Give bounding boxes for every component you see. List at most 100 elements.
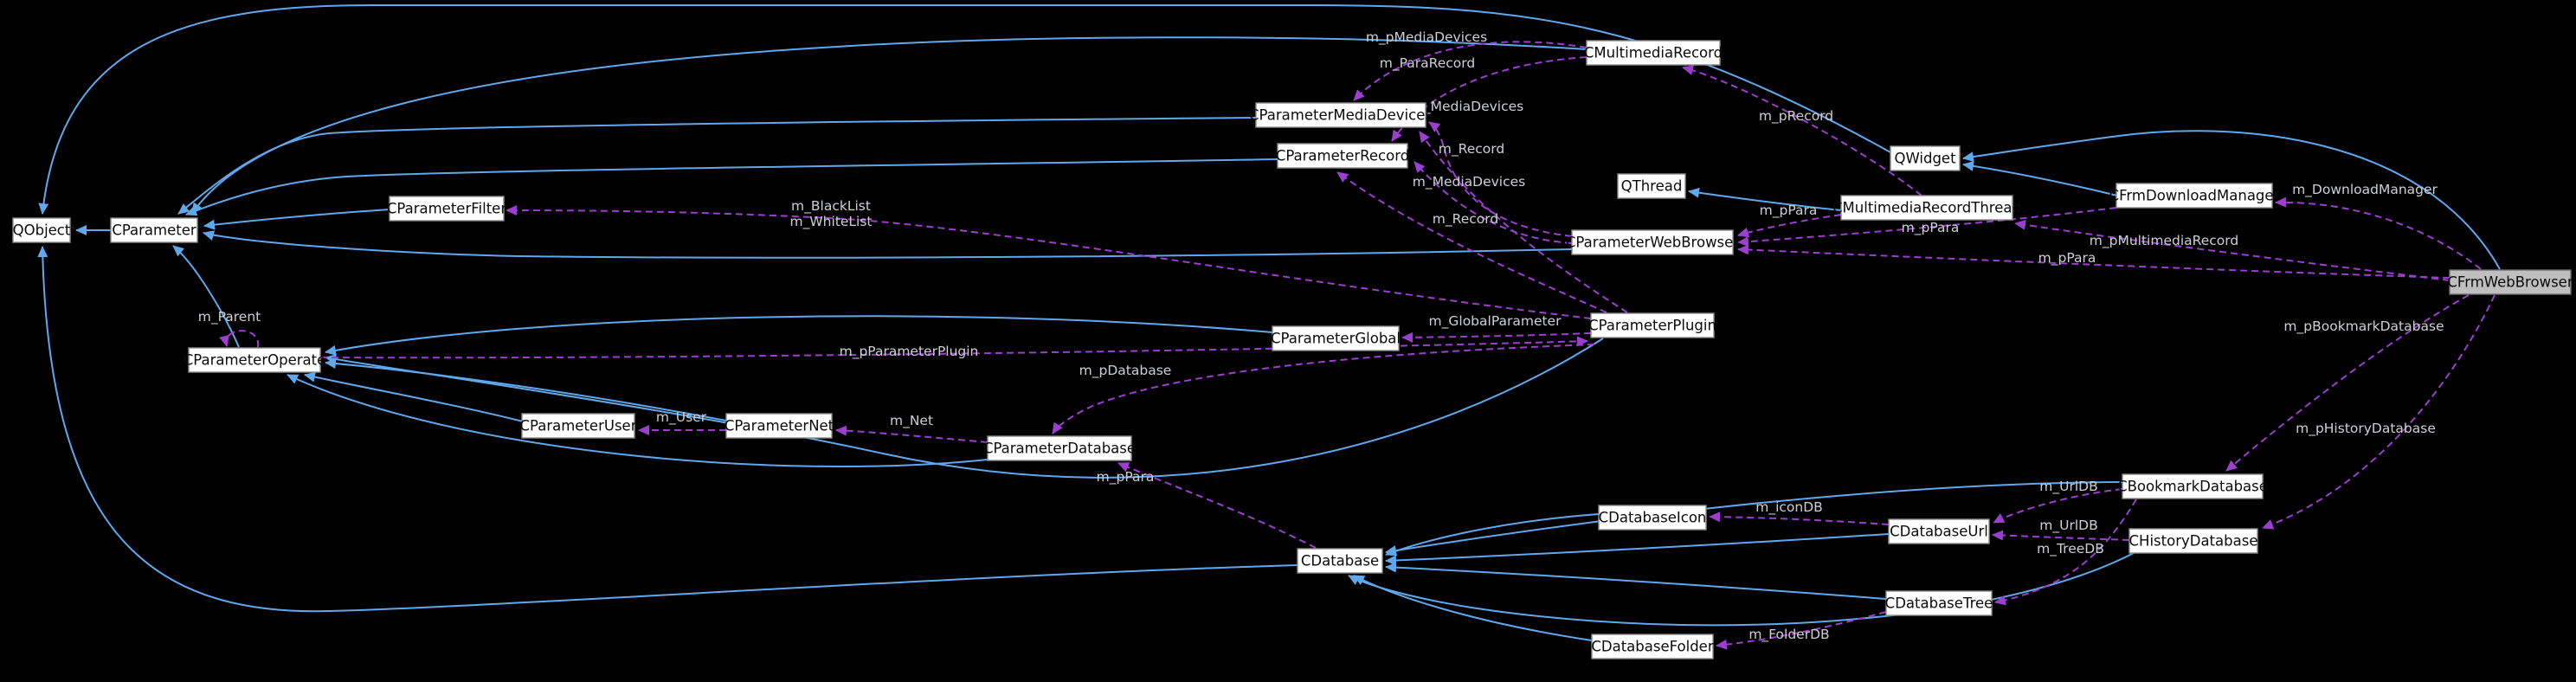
- edge-CParameterPlugin-to-CParameterDatabase: [1052, 344, 1595, 434]
- node-box-CParameterMediaDevices[interactable]: [1255, 102, 1426, 128]
- node-box-CDatabaseTree[interactable]: [1885, 590, 1993, 616]
- node-box-CParameterNet[interactable]: [725, 413, 833, 439]
- node-CDatabaseUrl[interactable]: CDatabaseUrl: [1888, 518, 1990, 544]
- node-box-CFrmDownloadManager[interactable]: [2116, 183, 2273, 209]
- node-CFrmDownloadManager[interactable]: CFrmDownloadManager: [2109, 183, 2280, 209]
- node-box-CMultimediaRecordThread[interactable]: [1840, 195, 2013, 221]
- node-CParameterNet[interactable]: CParameterNet: [724, 413, 834, 439]
- node-CParameterGlobal[interactable]: CParameterGlobal: [1271, 325, 1401, 351]
- node-box-CMultimediaRecord[interactable]: [1586, 40, 1721, 66]
- edge-CParameterNet-to-CParameterOperate: [325, 358, 727, 421]
- node-label-CFrmWebBrowser: CFrmWebBrowser: [2447, 274, 2573, 291]
- node-CParameterUser[interactable]: CParameterUser: [520, 413, 637, 439]
- node-CParameterMediaDevices[interactable]: CParameterMediaDevices: [1249, 102, 1433, 128]
- edge-CParameterDatabase-to-CParameterNet: [835, 425, 989, 443]
- edge-label-m_pPara-31: m_pPara: [1902, 220, 1960, 236]
- node-CMultimediaRecord[interactable]: CMultimediaRecord: [1584, 40, 1723, 66]
- edge-label-m_pBookmarkDatabase-43: m_pBookmarkDatabase: [2283, 318, 2444, 335]
- edge-CMultimediaRecordThread-to-CParameterWebBrowser: [1737, 214, 1842, 238]
- node-box-CBookmarkDatabase[interactable]: [2122, 473, 2264, 499]
- edge-label-m_TreeDB-48: m_TreeDB: [2037, 541, 2104, 557]
- edge-label-m_pMultimediaRecord-34: m_pMultimediaRecord: [2090, 233, 2238, 249]
- edge-CFrmWebBrowser-to-QWidget: [1962, 130, 2501, 270]
- node-CDatabaseTree[interactable]: CDatabaseTree: [1885, 590, 1993, 616]
- edge-label-m_MediaDevices-27: m_MediaDevices: [1413, 174, 1526, 190]
- node-CBookmarkDatabase[interactable]: CBookmarkDatabase: [2117, 473, 2268, 499]
- node-label-CParameterFilter: CParameterFilter: [387, 201, 506, 217]
- edge-label-m_UrlDB-46: m_UrlDB: [2039, 518, 2097, 534]
- node-CDatabaseFolder[interactable]: CDatabaseFolder: [1591, 634, 1714, 659]
- node-label-CBookmarkDatabase: CBookmarkDatabase: [2117, 479, 2268, 495]
- node-box-CParameterWebBrowser[interactable]: [1571, 229, 1734, 255]
- node-box-CParameterRecord[interactable]: [1277, 143, 1408, 169]
- edge-CMultimediaRecordThread-to-CMultimediaRecord: [1682, 65, 1922, 196]
- edge-CParameterWebBrowser-to-CParameter: [203, 230, 1573, 259]
- edge-label-m_iconDB-47: m_iconDB: [1755, 499, 1823, 516]
- edge-CParameterPlugin-to-CParameterGlobal: [1401, 331, 1592, 343]
- node-CMultimediaRecordThread[interactable]: CMultimediaRecordThread: [1832, 195, 2021, 221]
- edge-label-m_Parent-36: m_Parent: [198, 309, 261, 325]
- edge-CParameterPlugin-to-CParameterFilter: [506, 205, 1592, 319]
- edge-label-m_pMediaDevices-23: m_pMediaDevices: [1366, 29, 1487, 46]
- node-label-CDatabase: CDatabase: [1301, 553, 1379, 569]
- edge-CFrmWebBrowser-to-CBookmarkDatabase: [2225, 294, 2470, 472]
- node-CParameterWebBrowser[interactable]: CParameterWebBrowser: [1566, 229, 1739, 255]
- node-label-CHistoryDatabase: CHistoryDatabase: [2129, 533, 2258, 550]
- edge-CDatabase-to-CParameterDatabase: [1117, 462, 1317, 549]
- edge-CMultimediaRecordThread-to-QThread: [1688, 187, 1842, 211]
- edge-label-m_pParameterPlugin-38: m_pParameterPlugin: [840, 344, 979, 360]
- node-box-CParameterUser[interactable]: [521, 413, 635, 439]
- node-CFrmWebBrowser[interactable]: CFrmWebBrowser: [2447, 269, 2573, 295]
- edge-CParameterOperate-to-CParameterOperate: [219, 330, 260, 348]
- node-QThread[interactable]: QThread: [1617, 173, 1686, 199]
- edge-label-m_pRecord-29: m_pRecord: [1759, 108, 1833, 125]
- edge-QWidget-to-QObject: [38, 4, 1891, 215]
- node-CParameterPlugin[interactable]: CParameterPlugin: [1588, 312, 1716, 338]
- node-CParameterFilter[interactable]: CParameterFilter: [387, 196, 506, 222]
- node-CHistoryDatabase[interactable]: CHistoryDatabase: [2128, 528, 2258, 554]
- node-box-CParameterOperate[interactable]: [188, 347, 321, 373]
- edge-CParameterGlobal-to-CParameterOperate: [325, 315, 1273, 356]
- node-CParameterDatabase[interactable]: CParameterDatabase: [983, 435, 1136, 461]
- edge-label-m_Record-26: m_Record: [1439, 141, 1504, 158]
- node-box-CDatabaseIcon[interactable]: [1598, 505, 1707, 531]
- node-CParameter[interactable]: CParameter: [110, 217, 198, 243]
- node-box-QObject[interactable]: [12, 217, 71, 243]
- edge-CHistoryDatabase-to-CDatabase: [1348, 552, 2135, 627]
- node-QObject[interactable]: QObject: [12, 217, 71, 243]
- node-box-CFrmWebBrowser[interactable]: [2449, 269, 2572, 295]
- node-label-CDatabaseTree: CDatabaseTree: [1885, 595, 1993, 612]
- node-label-CParameterDatabase: CParameterDatabase: [983, 441, 1136, 457]
- node-box-QThread[interactable]: [1617, 173, 1686, 199]
- node-box-CDatabaseFolder[interactable]: [1591, 634, 1714, 659]
- node-box-CDatabase[interactable]: [1297, 548, 1383, 574]
- edge-CBookmarkDatabase-to-CDatabaseTree: [1994, 499, 2137, 606]
- node-box-CParameterPlugin[interactable]: [1590, 312, 1715, 338]
- node-box-CDatabaseUrl[interactable]: [1888, 518, 1990, 544]
- node-label-CDatabaseIcon: CDatabaseIcon: [1599, 510, 1707, 526]
- node-box-CParameterFilter[interactable]: [389, 196, 505, 222]
- node-box-CHistoryDatabase[interactable]: [2128, 528, 2258, 554]
- edge-CHistoryDatabase-to-CDatabaseUrl: [1992, 530, 2130, 541]
- node-box-CParameterGlobal[interactable]: [1272, 325, 1400, 351]
- node-CDatabaseIcon[interactable]: CDatabaseIcon: [1598, 505, 1707, 531]
- node-CDatabase[interactable]: CDatabase: [1297, 548, 1383, 574]
- edge-CParameterUser-to-CParameterOperate: [304, 371, 524, 422]
- node-label-CDatabaseFolder: CDatabaseFolder: [1591, 639, 1713, 655]
- node-QWidget[interactable]: QWidget: [1890, 145, 1961, 171]
- edge-label-m_pDatabase-39: m_pDatabase: [1079, 363, 1172, 379]
- edge-CParameterMediaDevices-to-CParameter: [177, 117, 1257, 215]
- node-label-QThread: QThread: [1621, 178, 1683, 195]
- edge-layer: [37, 4, 2501, 650]
- node-box-CParameterDatabase[interactable]: [987, 435, 1132, 461]
- node-label-QObject: QObject: [13, 222, 71, 239]
- node-CParameterRecord[interactable]: CParameterRecord: [1276, 143, 1409, 169]
- edge-label-m_Record-28: m_Record: [1433, 211, 1498, 228]
- node-box-QWidget[interactable]: [1890, 145, 1961, 171]
- node-CParameterOperate[interactable]: CParameterOperate: [184, 347, 326, 373]
- edge-CFrmWebBrowser-to-CMultimediaRecordThread: [2014, 219, 2450, 281]
- node-box-CParameter[interactable]: [110, 217, 198, 243]
